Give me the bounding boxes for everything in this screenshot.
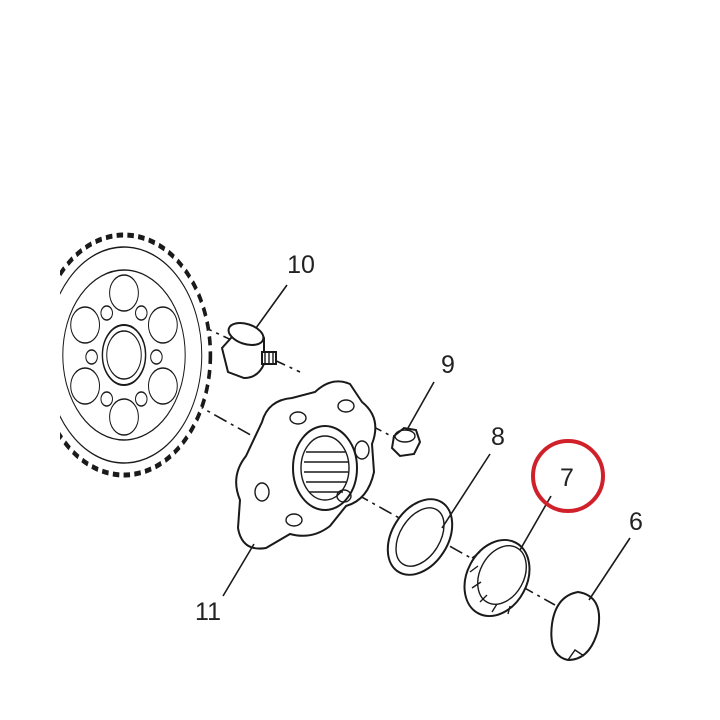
callout-6: 6 <box>629 508 643 536</box>
callout-8: 8 <box>491 423 505 451</box>
circlip-6 <box>550 590 600 662</box>
stud-10 <box>220 321 277 380</box>
washer-8 <box>386 498 454 576</box>
ring-nut-7 <box>463 538 531 618</box>
callout-7: 7 <box>560 464 574 492</box>
sprocket-flange-carrier <box>235 380 377 550</box>
callout-10: 10 <box>287 251 315 279</box>
highlight-circle <box>531 439 605 513</box>
rear-sprocket <box>60 232 213 478</box>
nut-9 <box>390 426 422 458</box>
callout-9: 9 <box>441 351 455 379</box>
callout-11: 11 <box>195 598 221 626</box>
